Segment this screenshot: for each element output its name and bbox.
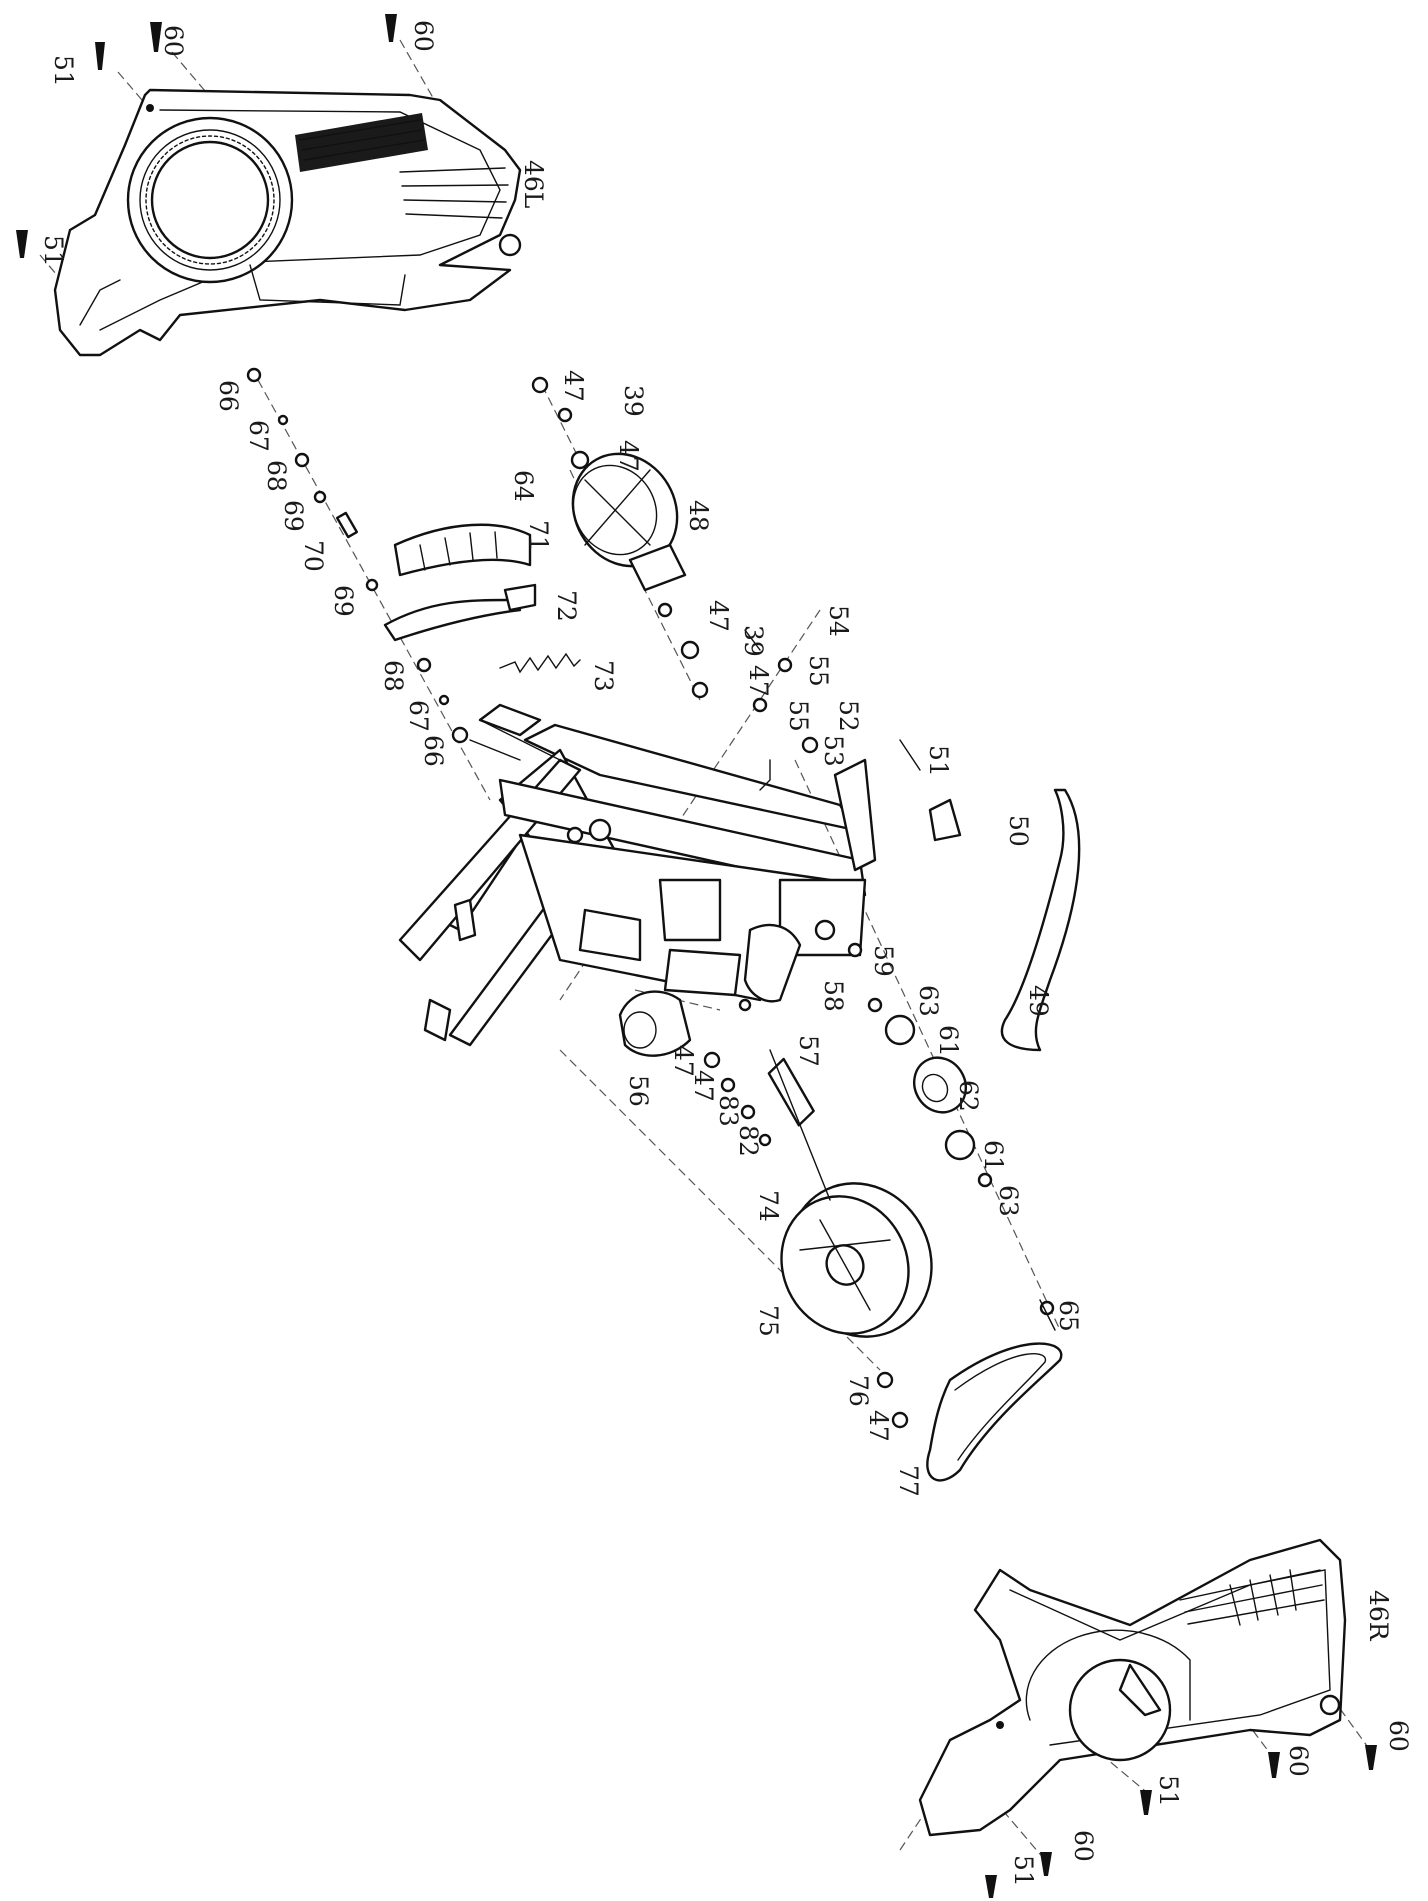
bearing-hub-part bbox=[571, 452, 687, 592]
label-51-bottom-1: 51 bbox=[1154, 1775, 1183, 1807]
label-47-e: 47 bbox=[669, 1045, 698, 1077]
label-47-b: 47 bbox=[614, 440, 643, 472]
small-hardware bbox=[246, 367, 1056, 1429]
label-55-a: 55 bbox=[804, 655, 833, 687]
screw-parts bbox=[16, 14, 1377, 1898]
label-59: 59 bbox=[869, 945, 898, 977]
label-69-b: 69 bbox=[329, 585, 358, 617]
cable-part bbox=[1000, 788, 1081, 1052]
label-66-a: 66 bbox=[214, 380, 243, 412]
label-60-top-2: 60 bbox=[409, 20, 438, 52]
label-58: 58 bbox=[819, 980, 848, 1012]
label-82: 82 bbox=[734, 1125, 763, 1157]
label-53: 53 bbox=[819, 735, 848, 767]
part-labels: 51 60 60 46L 51 66 67 68 69 70 69 68 67 … bbox=[39, 20, 1413, 1887]
label-73: 73 bbox=[589, 660, 618, 692]
label-50: 50 bbox=[1004, 815, 1033, 847]
label-47-c: 47 bbox=[704, 600, 733, 632]
label-55-b: 55 bbox=[784, 700, 813, 732]
label-60-bottom-2: 60 bbox=[1284, 1745, 1313, 1777]
label-63-b: 63 bbox=[994, 1185, 1023, 1217]
label-57: 57 bbox=[794, 1035, 823, 1067]
label-51-mid: 51 bbox=[924, 745, 953, 777]
label-61-a: 61 bbox=[934, 1025, 963, 1057]
label-69-a: 69 bbox=[279, 500, 308, 532]
label-70: 70 bbox=[299, 540, 328, 572]
left-cover-part bbox=[53, 88, 522, 357]
label-49: 49 bbox=[1024, 985, 1053, 1017]
label-47-a: 47 bbox=[559, 370, 588, 402]
label-39-a: 39 bbox=[619, 385, 648, 417]
label-46L: 46L bbox=[519, 160, 548, 208]
label-63-a: 63 bbox=[914, 985, 943, 1017]
label-72: 72 bbox=[552, 590, 581, 622]
main-frame-part bbox=[398, 703, 877, 1047]
label-60-top-1: 60 bbox=[159, 25, 188, 57]
label-60-bottom-1: 60 bbox=[1384, 1720, 1413, 1752]
label-51-bottom-2: 51 bbox=[1009, 1855, 1038, 1887]
spring-part bbox=[499, 652, 581, 674]
label-47-f: 47 bbox=[689, 1070, 718, 1102]
label-54: 54 bbox=[824, 605, 853, 637]
label-66-b: 66 bbox=[419, 735, 448, 767]
label-71: 71 bbox=[524, 520, 553, 552]
label-65: 65 bbox=[1054, 1300, 1083, 1332]
label-60-bottom-3: 60 bbox=[1069, 1830, 1098, 1862]
label-77: 77 bbox=[894, 1465, 923, 1497]
label-67-b: 67 bbox=[404, 700, 433, 732]
label-48: 48 bbox=[684, 500, 713, 532]
label-64: 64 bbox=[509, 470, 538, 502]
brake-pad-parts bbox=[383, 523, 537, 642]
right-cover-part bbox=[918, 1538, 1347, 1837]
label-51-left: 51 bbox=[39, 235, 68, 267]
label-83: 83 bbox=[714, 1095, 743, 1127]
label-39-b: 39 bbox=[739, 625, 768, 657]
belt-part bbox=[926, 1342, 1063, 1482]
label-46R: 46R bbox=[1364, 1590, 1393, 1642]
label-76: 76 bbox=[844, 1375, 873, 1407]
label-56: 56 bbox=[624, 1075, 653, 1107]
label-51-top-left: 51 bbox=[49, 55, 78, 87]
label-62: 62 bbox=[954, 1080, 983, 1112]
label-47-d: 47 bbox=[744, 665, 773, 697]
label-68-b: 68 bbox=[379, 660, 408, 692]
label-75: 75 bbox=[754, 1305, 783, 1337]
label-67-a: 67 bbox=[244, 420, 273, 452]
label-68-a: 68 bbox=[262, 460, 291, 492]
label-74: 74 bbox=[754, 1190, 783, 1222]
label-52: 52 bbox=[834, 700, 863, 732]
flywheel-assembly bbox=[767, 1049, 933, 1338]
label-47-g: 47 bbox=[864, 1410, 893, 1442]
pulley-parts bbox=[618, 798, 976, 1161]
label-61-b: 61 bbox=[979, 1140, 1008, 1172]
